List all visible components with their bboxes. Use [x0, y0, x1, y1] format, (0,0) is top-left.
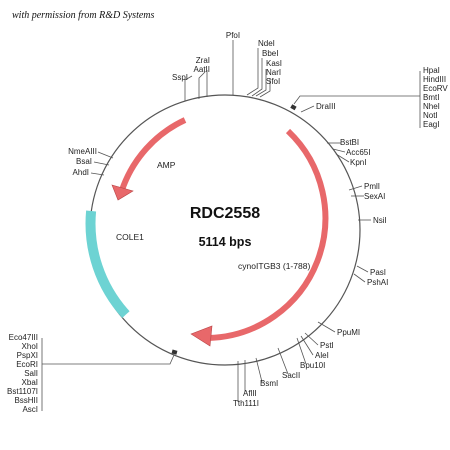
site-nmeaiii: NmeAIII [68, 147, 97, 156]
top-site-lines [184, 40, 271, 101]
site-zrai: ZraI [196, 56, 210, 65]
backbone-circle [89, 94, 361, 366]
site-bstbi: BstBI [340, 138, 359, 147]
site-ecori: EcoRI [16, 360, 38, 369]
site-sexai: SexAI [364, 192, 385, 201]
site-pshai: PshAI [367, 278, 388, 287]
site-kpni: KpnI [350, 158, 366, 167]
site-nsii: NsiI [373, 216, 387, 225]
site-tth111i: Tth111I [233, 399, 259, 408]
insert-feature [207, 128, 329, 341]
site-hindiii: HindIII [423, 75, 446, 84]
site-ppumi: PpuMI [337, 328, 360, 337]
site-aatii: AatII [194, 65, 210, 74]
site-pfoi: PfoI [226, 31, 240, 40]
site-ndei: NdeI [258, 39, 275, 48]
site-bsmi: BsmI [260, 379, 278, 388]
site-kasi: KasI [266, 59, 282, 68]
mcs-top-lines [293, 71, 421, 128]
insert-label: cynoITGB3 (1-788) [238, 261, 310, 271]
site-xbai: XbaI [22, 378, 38, 387]
site-draiii: DraIII [316, 102, 336, 111]
site-xhoi: XhoI [22, 342, 38, 351]
site-afiii: AflII [243, 389, 257, 398]
site-bmti: BmtI [423, 93, 439, 102]
site-bst1107i: Bst1107I [7, 387, 38, 396]
plasmid-name: RDC2558 [190, 205, 260, 222]
right-site-lines [237, 105, 371, 402]
site-hpai: HpaI [423, 66, 440, 75]
site-pasi: PasI [370, 268, 386, 277]
site-bpu10i: Bpu10I [300, 361, 325, 370]
site-nari: NarI [266, 68, 281, 77]
site-bsai: BsaI [76, 157, 92, 166]
plasmid-size: 5114 bps [199, 235, 252, 249]
site-noti: NotI [423, 111, 438, 120]
site-pmli: PmlI [364, 182, 380, 191]
site-bsshii: BssHII [14, 396, 38, 405]
site-sfoi: SfoI [266, 77, 280, 86]
site-psti: PstI [320, 341, 334, 350]
left-site-lines [90, 151, 114, 176]
cole1-feature [85, 210, 130, 318]
site-ahdi: AhdI [73, 168, 89, 177]
site-eco47iii: Eco47III [9, 333, 38, 342]
amp-arrowhead [111, 184, 134, 201]
mcs-mark-bottom [171, 349, 178, 355]
site-sspi: SspI [172, 73, 188, 82]
site-bbei: BbeI [262, 49, 278, 58]
cole1-label: COLE1 [116, 232, 144, 242]
site-asci: AscI [22, 405, 38, 414]
site-eagi: EagI [423, 120, 439, 129]
mcs-bottom-lines [41, 338, 175, 411]
mcs-mark-top [290, 104, 297, 111]
site-acc65i: Acc65I [346, 148, 370, 157]
site-sacii: SacII [282, 371, 300, 380]
site-pspxi: PspXI [17, 351, 38, 360]
site-sali: SalI [24, 369, 38, 378]
credit-text: with permission from R&D Systems [12, 10, 155, 21]
insert-arrowhead [190, 325, 213, 347]
amp-feature [119, 117, 187, 191]
site-alei: AleI [315, 351, 329, 360]
site-ecorv: EcoRV [423, 84, 448, 93]
amp-label: AMP [157, 160, 176, 170]
site-nhei: NheI [423, 102, 440, 111]
